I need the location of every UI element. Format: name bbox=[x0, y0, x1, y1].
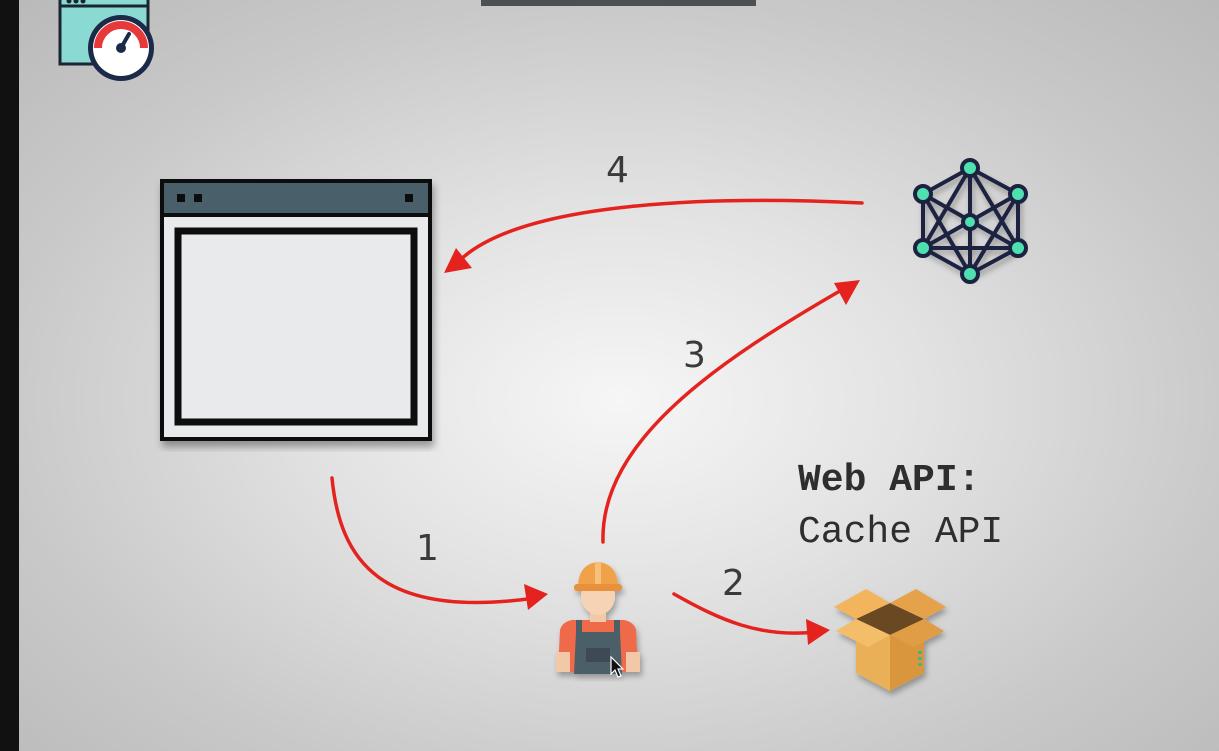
arrow-2 bbox=[672, 592, 817, 635]
step-label-1: 1 bbox=[416, 528, 439, 569]
left-edge-bar bbox=[0, 0, 19, 751]
arrow-4 bbox=[456, 198, 864, 264]
arrowhead-2 bbox=[806, 619, 830, 645]
performance-gauge-icon bbox=[58, 0, 154, 81]
browser-window-icon bbox=[160, 179, 432, 441]
top-strip bbox=[481, 0, 756, 6]
service-worker-icon bbox=[556, 562, 640, 678]
arrowhead-1 bbox=[524, 584, 548, 610]
api-subtitle: Cache API bbox=[798, 511, 1004, 554]
arrow-1 bbox=[330, 476, 537, 605]
arrow-3 bbox=[601, 286, 847, 544]
arrowhead-4 bbox=[444, 248, 472, 273]
mouse-cursor-icon bbox=[610, 655, 625, 678]
arrowhead-3 bbox=[834, 280, 860, 305]
step-label-3: 3 bbox=[683, 335, 706, 376]
step-label-2: 2 bbox=[722, 563, 745, 604]
api-title: Web API: bbox=[798, 459, 981, 502]
cache-box-icon bbox=[834, 589, 946, 691]
network-graph-icon bbox=[913, 158, 1028, 284]
step-label-4: 4 bbox=[606, 150, 629, 191]
